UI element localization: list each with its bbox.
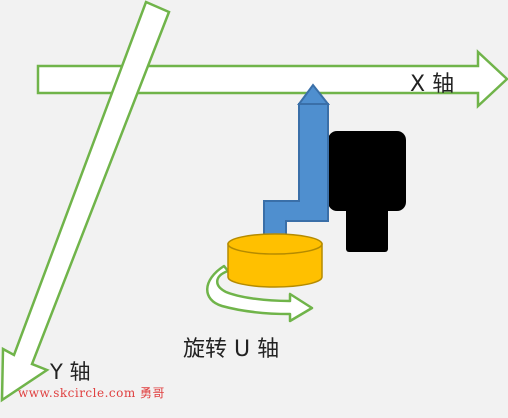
x-axis-label: X 轴 bbox=[410, 72, 455, 97]
u-axis-rotation-arrow bbox=[206, 264, 314, 323]
watermark-text: www.skcircle.com 勇哥 bbox=[18, 386, 166, 400]
y-axis-arrow bbox=[0, 0, 171, 403]
camera-block bbox=[328, 131, 406, 252]
y-axis-label: Y 轴 bbox=[50, 360, 91, 384]
rotating-disk bbox=[227, 233, 323, 288]
robot-arm bbox=[263, 83, 331, 251]
u-axis-label: 旋转 U 轴 bbox=[183, 337, 280, 362]
arm-tip bbox=[297, 83, 331, 105]
